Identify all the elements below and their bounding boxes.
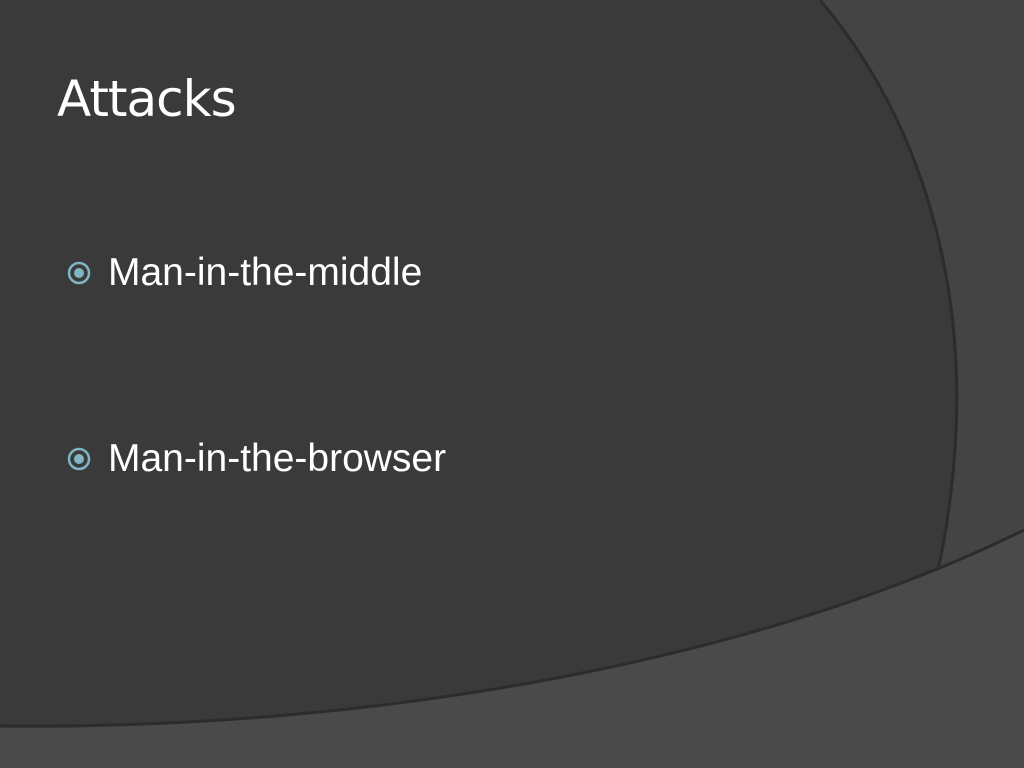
- bullet-item-man-in-the-middle: Man-in-the-middle: [66, 248, 422, 298]
- slide-title: Attacks: [57, 70, 237, 128]
- bullet-label: Man-in-the-middle: [108, 251, 423, 294]
- bottom-sweep-edge: [0, 528, 1024, 728]
- bullet-label: Man-in-the-browser: [108, 437, 447, 480]
- bottom-sweep-panel: [0, 530, 1024, 768]
- circled-dot-icon: [67, 261, 91, 285]
- circled-dot-icon: [67, 447, 91, 471]
- bullet-item-man-in-the-browser: Man-in-the-browser: [66, 434, 446, 484]
